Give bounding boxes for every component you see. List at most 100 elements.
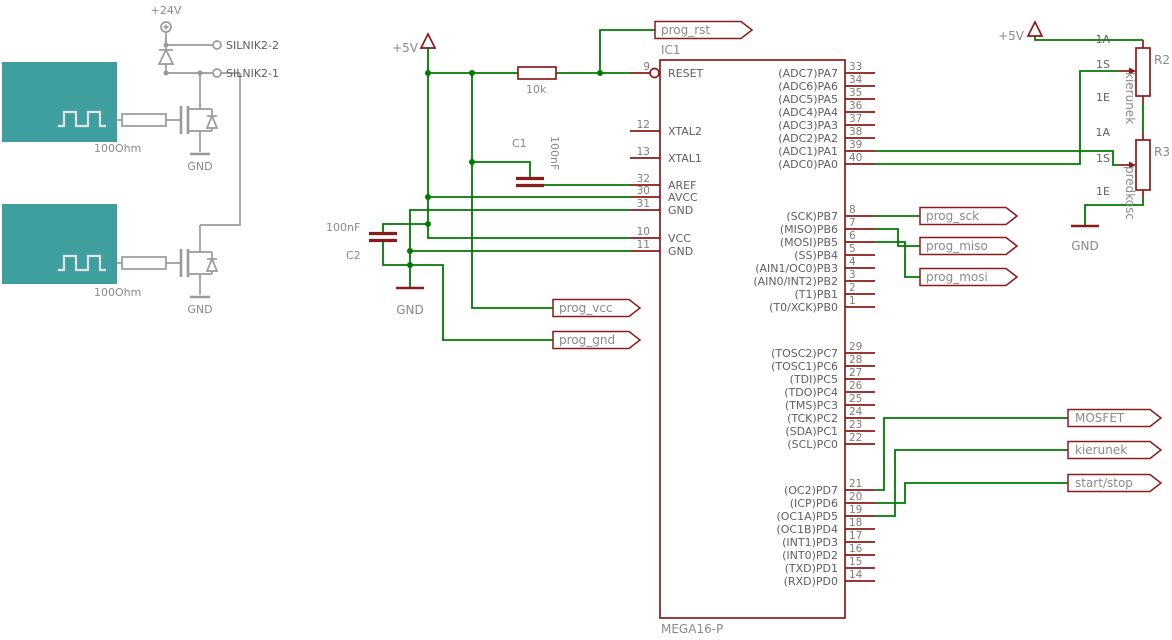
pin-name: (SS)PB4	[794, 249, 838, 262]
mosfet-2[interactable]	[179, 225, 219, 295]
capacitor-c2[interactable]: 100nF C2	[326, 221, 397, 262]
resistor-body[interactable]	[517, 66, 557, 80]
highlight-block-1[interactable]	[2, 62, 117, 142]
gate-resistor-1[interactable]: 100Ohm	[94, 113, 180, 155]
pin-number: 26	[849, 380, 863, 392]
highlight-block-2[interactable]	[2, 204, 117, 284]
wire[interactable]	[382, 241, 410, 266]
wire[interactable]	[875, 241, 920, 278]
capacitor-name: C2	[346, 249, 361, 262]
flag-shape[interactable]	[919, 206, 1019, 226]
wire[interactable]	[875, 70, 1118, 165]
pin-name: (ADC0)PA0	[778, 158, 838, 171]
supply-5v-right[interactable]: +5V	[998, 20, 1044, 43]
flag-kierunek[interactable]: kierunek	[1067, 440, 1163, 460]
junction-dot	[425, 194, 431, 200]
pot-value: kierunek	[1123, 72, 1137, 124]
gnd-symbol-1[interactable]: GND	[187, 152, 213, 173]
pad-icon[interactable]	[212, 40, 222, 50]
gnd-symbol-right[interactable]: GND	[1071, 224, 1099, 253]
pin-name: (ADC4)PA4	[778, 106, 838, 119]
wire[interactable]	[875, 449, 1068, 517]
wire[interactable]	[875, 417, 1068, 491]
flag-shape[interactable]	[1067, 408, 1163, 428]
flag-shape[interactable]	[1067, 440, 1163, 460]
pot-body[interactable]	[1135, 47, 1151, 97]
pin-name: (ADC5)PA5	[778, 93, 838, 106]
junction-dot	[425, 70, 431, 76]
pin-number: 27	[849, 367, 862, 379]
wire[interactable]	[1034, 36, 1143, 41]
potentiometer-r2[interactable]: 1A 1S 1E R2 kierunek	[1095, 33, 1170, 124]
pin-number: 24	[849, 406, 863, 418]
flag-shape[interactable]	[552, 330, 642, 350]
pad-silnik2-2[interactable]: SILNIK2-2	[212, 39, 279, 52]
wire[interactable]	[427, 48, 630, 239]
potentiometer-r3[interactable]: 1A 1S 1E R3 predkosc	[1095, 126, 1170, 220]
pin-number: 14	[849, 569, 863, 581]
flag-prog-rst[interactable]: prog_rst	[654, 20, 754, 40]
ic-body[interactable]	[659, 59, 846, 619]
motor-wires[interactable]	[163, 32, 241, 226]
v5-label: +5V	[998, 29, 1025, 43]
flag-start-stop[interactable]: start/stop	[1067, 473, 1163, 493]
gnd-symbol-2[interactable]: GND	[187, 295, 213, 316]
connector-label: SILNIK2-2	[226, 39, 279, 52]
flag-shape[interactable]	[552, 298, 642, 318]
pot-body[interactable]	[1135, 139, 1151, 191]
ic-name: IC1	[661, 43, 681, 57]
junction-dot	[469, 159, 475, 165]
flag-prog-mosi[interactable]: prog_mosi	[919, 267, 1019, 287]
flag-prog-miso[interactable]: prog_miso	[919, 236, 1019, 256]
net-wires[interactable]	[382, 29, 1144, 517]
v5-label: +5V	[392, 41, 419, 55]
v5-arrow-icon	[419, 32, 437, 49]
wire[interactable]	[200, 73, 241, 226]
wire[interactable]	[472, 161, 531, 178]
gnd-symbol-mid[interactable]: GND	[396, 286, 424, 317]
capacitor-c1[interactable]: C1 100nF	[512, 136, 561, 188]
wire[interactable]	[599, 29, 655, 73]
pin-number: 4	[849, 256, 856, 268]
flag-shape[interactable]	[654, 20, 754, 40]
wire[interactable]	[410, 264, 553, 341]
flyback-diode[interactable]	[157, 48, 175, 65]
ic-mega16[interactable]: IC1 MEGA16-P 9 RESET 12 XTAL2 13 XTAL1 3…	[630, 43, 875, 636]
pin-number: 7	[849, 217, 856, 229]
flag-prog-sck[interactable]: prog_sck	[919, 206, 1019, 226]
junction-dot	[425, 221, 431, 227]
flag-prog-vcc[interactable]: prog_vcc	[552, 298, 642, 318]
flag-shape[interactable]	[919, 267, 1019, 287]
wire[interactable]	[382, 223, 428, 233]
pot-pin-label: 1A	[1095, 126, 1110, 139]
pad-silnik2-1[interactable]: SILNIK2-1	[212, 67, 279, 80]
gnd-label: GND	[187, 160, 212, 173]
pad-icon[interactable]	[212, 68, 222, 78]
wire[interactable]	[875, 482, 1068, 504]
resistor-body[interactable]	[121, 113, 167, 127]
flag-shape[interactable]	[919, 236, 1019, 256]
gate-resistor-2[interactable]: 100Ohm	[94, 256, 180, 299]
pin-number: 8	[849, 204, 856, 216]
wire[interactable]	[471, 73, 553, 309]
capacitor-value: 100nF	[326, 221, 360, 234]
resistor-body[interactable]	[121, 256, 167, 270]
wire[interactable]	[1084, 198, 1144, 226]
pin-name: XTAL1	[668, 152, 702, 165]
resistor-r1[interactable]: 10k	[517, 66, 557, 96]
wire[interactable]	[875, 228, 920, 247]
flag-mosfet[interactable]: MOSFET	[1067, 408, 1163, 428]
inversion-bubble-icon	[649, 67, 660, 79]
supply-24v-symbol[interactable]: +24V	[151, 4, 182, 33]
flag-prog-gnd[interactable]: prog_gnd	[552, 330, 642, 350]
flag-shape[interactable]	[1067, 473, 1163, 493]
pin-number: 21	[849, 478, 862, 490]
wire[interactable]	[875, 150, 1118, 166]
pot-name: R2	[1154, 53, 1170, 67]
pin-name: (TCK)PC2	[787, 412, 838, 425]
mosfet-1[interactable]	[179, 106, 219, 152]
junction-dot	[197, 70, 203, 76]
pin-number: 36	[849, 100, 863, 112]
pin-number: 6	[849, 230, 856, 242]
